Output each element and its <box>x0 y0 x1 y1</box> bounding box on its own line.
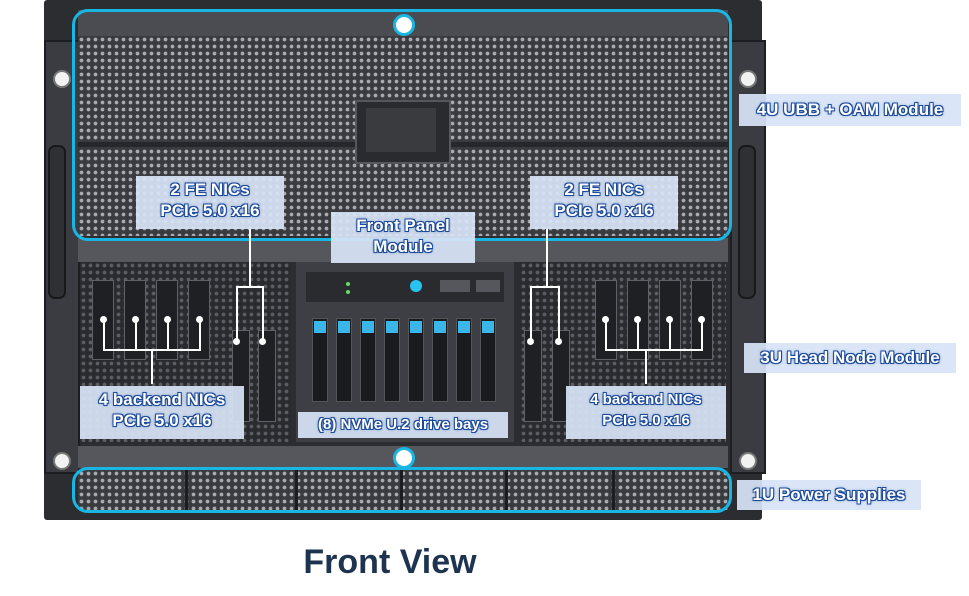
mounting-ear-hole-icon <box>53 452 71 470</box>
front-panel-module-label: Front Panel Module <box>331 212 475 263</box>
nvme-drive-bay[interactable] <box>432 318 448 402</box>
nvme-drive-bay[interactable] <box>384 318 400 402</box>
thumbscrew-icon[interactable] <box>393 447 415 469</box>
fe-nic-slot <box>552 330 570 422</box>
fe-nics-right-label: 2 FE NICs PCIe 5.0 x16 <box>530 176 678 229</box>
mounting-ear-hole-icon <box>739 452 757 470</box>
power-supply-outline <box>72 467 732 513</box>
nvme-drive-bay[interactable] <box>408 318 424 402</box>
nvme-drive-bay[interactable] <box>312 318 328 402</box>
status-led-icon <box>346 282 350 286</box>
nvme-drive-bay[interactable] <box>336 318 352 402</box>
status-led-icon <box>346 290 350 294</box>
fe-nics-left-label: 2 FE NICs PCIe 5.0 x16 <box>136 176 284 229</box>
fe-nic-slot <box>524 330 542 422</box>
head-node-module-label: 3U Head Node Module <box>744 343 956 373</box>
chassis-handle-icon <box>738 145 756 299</box>
fe-nic-slot <box>258 330 276 422</box>
usb-port-icon <box>440 280 470 292</box>
power-button-icon[interactable] <box>410 280 422 292</box>
nvme-drive-bay[interactable] <box>480 318 496 402</box>
nvme-drive-bay[interactable] <box>360 318 376 402</box>
power-supplies-label: 1U Power Supplies <box>737 480 921 510</box>
ubb-oam-module-label: 4U UBB + OAM Module <box>739 94 961 126</box>
thumbscrew-icon[interactable] <box>393 14 415 36</box>
front-panel-controls <box>306 272 504 302</box>
chassis-handle-icon <box>48 145 66 299</box>
usb-port-icon <box>476 280 500 292</box>
mounting-ear-hole-icon <box>53 70 71 88</box>
backend-nics-right-label: 4 backend NICs PCIe 5.0 x16 <box>566 386 726 439</box>
nvme-drive-bays-label: (8) NVMe U.2 drive bays <box>298 412 508 438</box>
mounting-ear-hole-icon <box>739 70 757 88</box>
nvme-drive-bay[interactable] <box>456 318 472 402</box>
figure-title: Front View <box>303 543 477 581</box>
backend-nics-left-label: 4 backend NICs PCIe 5.0 x16 <box>80 386 244 439</box>
